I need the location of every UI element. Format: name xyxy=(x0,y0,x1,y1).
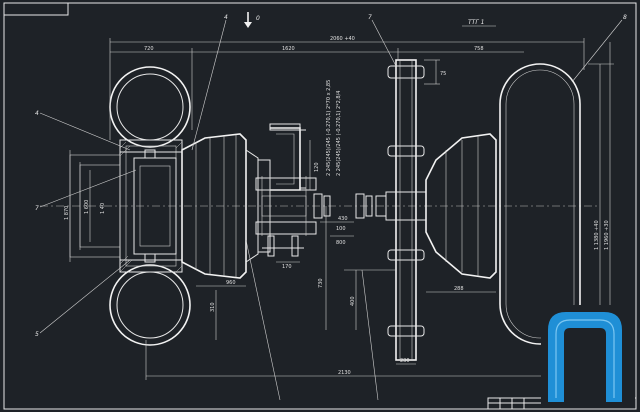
callout-3: 8 xyxy=(623,14,627,21)
callout-2: 7 xyxy=(35,205,39,212)
dim-vert-note-1: 2 245(245)/245 (-0.270,1) 2*70 х 2,85 xyxy=(326,80,332,176)
dim-mid-400: 400 xyxy=(350,296,356,306)
dim-mid-430: 430 xyxy=(338,216,348,222)
dim-mid-730: 730 xyxy=(318,278,324,288)
dim-top-left: 720 xyxy=(144,46,154,52)
dim-bottom-310: 310 xyxy=(210,302,216,312)
right-tire xyxy=(499,63,581,345)
dim-bottom-overall: 2130 xyxy=(338,370,351,376)
leader-lines xyxy=(39,19,623,401)
sheet-frame xyxy=(3,2,637,410)
dim-mid-120: 120 xyxy=(314,162,320,172)
dim-right-tall-2: 1 1960 +30 xyxy=(604,220,610,250)
dim-mid-170: 170 xyxy=(282,264,292,270)
view-label: 0 xyxy=(256,15,260,22)
dim-vert-note-2: 2 245(245)/245 (-0.270,1) 2*2,8/4 xyxy=(336,91,342,176)
dim-top-mid: 1620 xyxy=(282,46,295,52)
dim-bottom-230: 230 xyxy=(400,358,410,364)
dim-left-1: 1 870 xyxy=(64,206,70,220)
title-mark: ТТГ 1 xyxy=(468,19,484,26)
dim-mid-960: 960 xyxy=(226,280,236,286)
logo-icon xyxy=(541,305,635,405)
callout-4: 4 xyxy=(224,14,228,21)
dim-right-small: 75 xyxy=(440,71,446,77)
dim-right-tall-1: 1 1380 +40 xyxy=(594,220,600,250)
dim-left-3: 1 40 xyxy=(100,203,106,214)
right-rotor xyxy=(425,133,497,279)
frame-corner-block xyxy=(3,2,69,16)
dim-mid-288: 288 xyxy=(454,286,464,292)
dim-mid-800: 800 xyxy=(336,240,346,246)
callout-6: 5 xyxy=(35,331,39,338)
dim-left-2: 1 600 xyxy=(84,200,90,214)
vertical-frame-beam xyxy=(385,59,427,361)
callout-5: 7 xyxy=(368,14,372,21)
dim-top-overall: 2060 +40 xyxy=(330,36,355,42)
bracket xyxy=(255,123,387,257)
left-wheel-section xyxy=(69,66,191,346)
view-arrow-icon xyxy=(244,12,252,28)
dim-top-right: 758 xyxy=(474,46,484,52)
dimension-lines xyxy=(69,38,614,380)
dim-mid-100: 100 xyxy=(336,226,346,232)
callout-1: 4 xyxy=(35,110,39,117)
center-rotor xyxy=(181,133,271,279)
